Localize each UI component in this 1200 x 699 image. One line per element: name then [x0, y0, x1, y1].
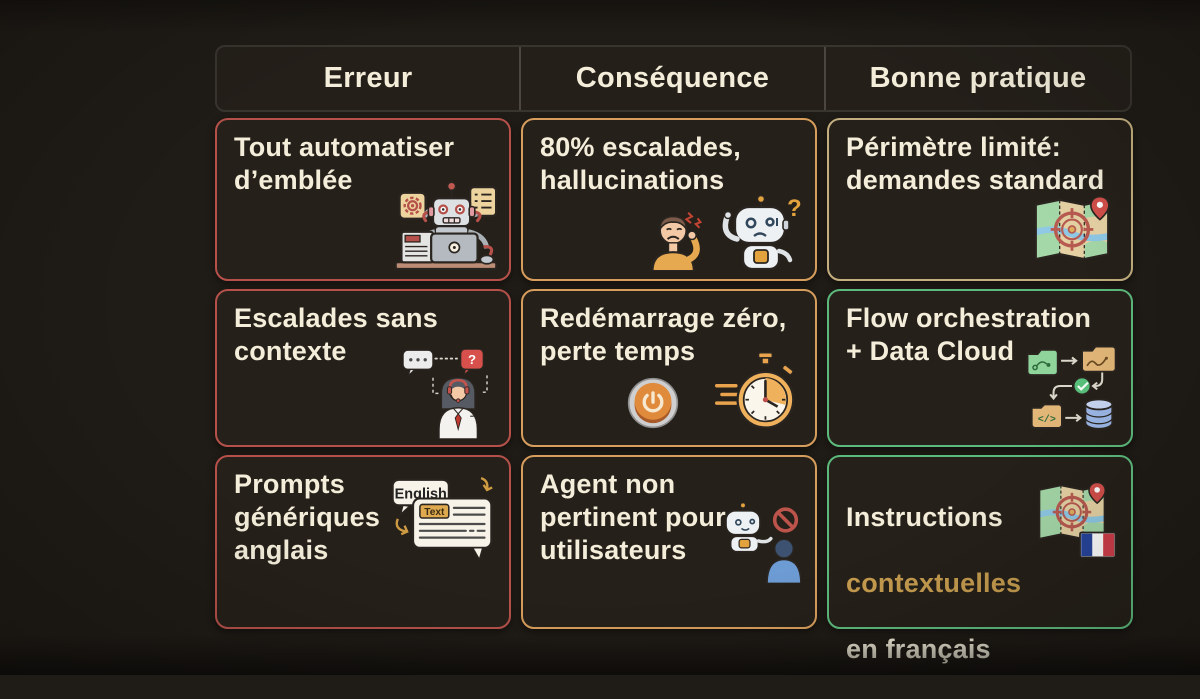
card-perimetre-limite: Périmètre limité: demandes standard	[827, 118, 1133, 281]
card-agent-non-pertinent: Agent non pertinent pour utilisateurs	[521, 455, 817, 629]
support-agent-icon: ?	[403, 349, 488, 439]
map-target-icon	[1034, 195, 1110, 260]
svg-text:Text: Text	[424, 507, 445, 518]
stopwatch-icon	[715, 351, 795, 429]
header-bonne-pratique: Bonne pratique	[869, 62, 1087, 94]
card-flow-orchestration: Flow orchestration + Data Cloud </>	[827, 289, 1133, 447]
flow-orchestration-icon: </>	[1026, 345, 1117, 431]
header-consequence: Conséquence	[519, 47, 826, 110]
french-flag-icon	[1079, 531, 1117, 559]
robot-automation-icon	[394, 181, 498, 271]
card-instructions-contextuelles: Instructions contextuelles en français	[827, 455, 1133, 664]
frustrated-person-icon	[651, 212, 703, 271]
svg-text:?: ?	[787, 195, 801, 222]
svg-text:?: ?	[468, 352, 476, 367]
svg-text:</>: </>	[1038, 414, 1056, 426]
map-target-icon	[1038, 481, 1117, 559]
card-text-highlight: contextuelles	[846, 568, 1022, 598]
language-bubbles-icon: English Text	[391, 476, 493, 562]
card-redemarrage-zero: Redémarrage zéro, perte temps	[521, 289, 817, 447]
robot-blocked-user-icon	[725, 503, 801, 584]
card-text-line: en français	[846, 634, 991, 664]
power-button-icon	[627, 377, 679, 429]
card-grid: Tout automatiser d’emblée	[215, 118, 1133, 664]
header-erreur: Erreur	[323, 62, 413, 94]
card-80-escalades: 80% escalades, hallucinations ?	[521, 118, 817, 281]
table-header: Erreur Conséquence Bonne pratique	[215, 45, 1132, 112]
card-text: Périmètre limité: demandes standard	[846, 132, 1105, 195]
card-tout-automatiser: Tout automatiser d’emblée	[215, 118, 511, 281]
confused-robot-icon: ?	[722, 195, 801, 271]
card-text: 80% escalades, hallucinations	[540, 132, 741, 195]
card-prompts-generiques: Prompts génériques anglais English Text	[215, 455, 511, 629]
card-escalades-sans-contexte: Escalades sans contexte ?	[215, 289, 511, 447]
